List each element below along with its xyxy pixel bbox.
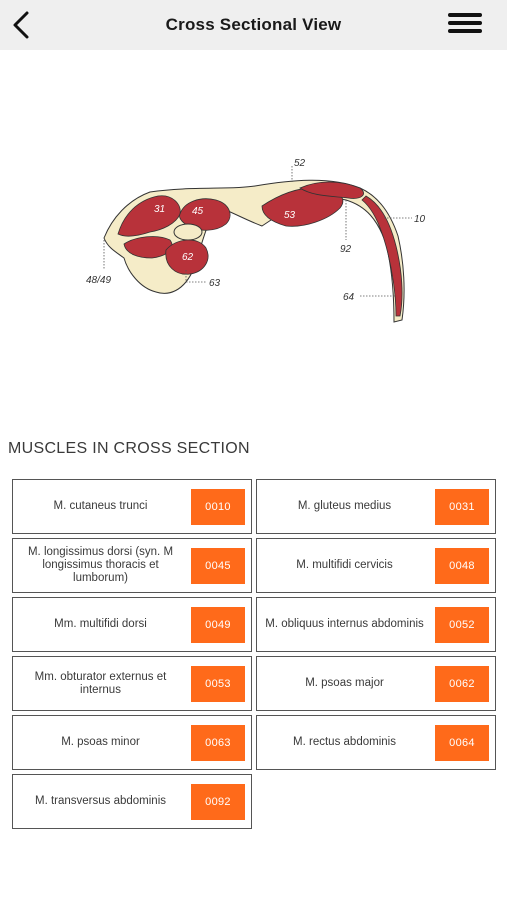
muscle-code-button[interactable]: 0049 [191, 607, 245, 643]
label-63: 63 [209, 278, 221, 289]
back-button[interactable] [6, 8, 36, 42]
label-31: 31 [154, 204, 165, 215]
label-62: 62 [182, 252, 194, 263]
muscle-card[interactable]: Mm. multifidi dorsi 0049 [12, 597, 252, 652]
muscle-card[interactable]: M. psoas major 0062 [256, 656, 496, 711]
hamburger-menu-icon [448, 13, 482, 17]
section-heading: MUSCLES IN CROSS SECTION [8, 440, 250, 457]
muscle-card[interactable]: M. gluteus medius 0031 [256, 479, 496, 534]
muscle-52 [299, 181, 364, 199]
muscle-card[interactable]: M. psoas minor 0063 [12, 715, 252, 770]
muscle-64 [361, 195, 403, 317]
label-52: 52 [294, 158, 306, 169]
muscle-45 [179, 198, 231, 231]
app-header: Cross Sectional View [0, 0, 507, 50]
menu-button[interactable] [447, 10, 483, 40]
muscle-code-button[interactable]: 0092 [191, 784, 245, 820]
muscle-name: M. psoas minor [61, 736, 140, 748]
muscle-code-button[interactable]: 0048 [435, 548, 489, 584]
muscle-card[interactable]: M. cutaneus trunci 0010 [12, 479, 252, 534]
vertebra [173, 223, 203, 241]
muscle-code-button[interactable]: 0031 [435, 489, 489, 525]
muscle-name: M. transversus abdominis [34, 795, 167, 807]
label-64: 64 [343, 292, 355, 303]
label-92: 92 [340, 244, 352, 255]
muscle-code-button[interactable]: 0010 [191, 489, 245, 525]
muscle-name: M. cutaneus trunci [53, 500, 148, 512]
chevron-left-icon [13, 11, 29, 39]
label-48-49: 48/49 [86, 275, 111, 286]
muscle-62 [165, 239, 209, 275]
label-45: 45 [192, 206, 204, 217]
label-53: 53 [284, 210, 296, 221]
muscle-name: M. longissimus dorsi (syn. M longissimus… [27, 546, 174, 584]
muscle-card[interactable]: M. transversus abdominis 0092 [12, 774, 252, 829]
page-title: Cross Sectional View [165, 15, 342, 34]
label-10: 10 [414, 214, 426, 225]
muscle-card[interactable]: M. rectus abdominis 0064 [256, 715, 496, 770]
muscle-name: M. psoas major [305, 677, 384, 689]
muscle-53 [261, 187, 344, 227]
muscle-code-button[interactable]: 0053 [191, 666, 245, 702]
muscle-card[interactable]: M. longissimus dorsi (syn. M longissimus… [12, 538, 252, 593]
muscle-name: M. gluteus medius [297, 500, 392, 512]
muscle-name: M. rectus abdominis [293, 736, 396, 748]
muscle-code-button[interactable]: 0063 [191, 725, 245, 761]
muscle-name: Mm. obturator externus et internus [34, 670, 167, 696]
muscle-code-button[interactable]: 0045 [191, 548, 245, 584]
muscle-name: M. obliquus internus abdominis [265, 618, 424, 630]
muscle-card[interactable]: M. multifidi cervicis 0048 [256, 538, 496, 593]
muscle-card[interactable]: Mm. obturator externus et internus 0053 [12, 656, 252, 711]
muscle-name: Mm. multifidi dorsi [54, 618, 147, 630]
cross-section-diagram: 31 45 53 62 52 10 92 64 63 48/49 [86, 158, 426, 323]
muscle-code-button[interactable]: 0052 [435, 607, 489, 643]
muscle-name: M. multifidi cervicis [296, 559, 393, 571]
muscle-code-button[interactable]: 0064 [435, 725, 489, 761]
muscle-card[interactable]: M. obliquus internus abdominis 0052 [256, 597, 496, 652]
muscle-code-button[interactable]: 0062 [435, 666, 489, 702]
